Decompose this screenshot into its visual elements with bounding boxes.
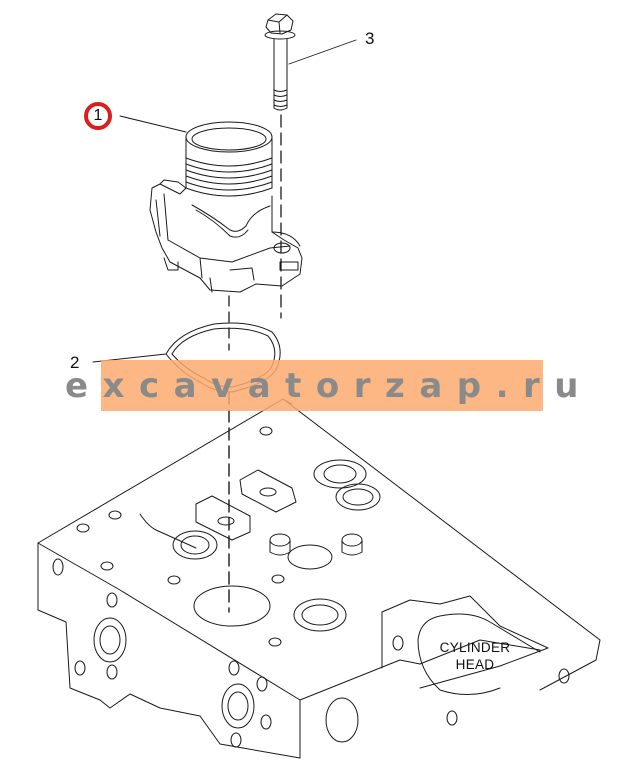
cylinder-head-label-line2: HEAD — [455, 656, 495, 672]
cylinder-head-label-line1: CYLINDER — [439, 640, 511, 655]
watermark-band: excavatorzap.ru — [65, 360, 579, 411]
callout-1-number: 1 — [93, 107, 103, 124]
callout-2-number: 2 — [70, 353, 80, 372]
callout-3[interactable]: 3 — [365, 30, 374, 47]
callout-2[interactable]: 2 — [70, 354, 79, 371]
callout-3-number: 3 — [365, 29, 375, 48]
cylinder-head-label: CYLINDER HEAD — [430, 640, 520, 674]
thermostat-housing-part-1 — [119, 115, 303, 351]
bolt-part-3 — [264, 13, 357, 319]
callout-1-highlighted[interactable]: 1 — [84, 102, 112, 130]
cylinder-head-block — [37, 391, 601, 759]
watermark-text: excavatorzap.ru — [64, 365, 594, 406]
